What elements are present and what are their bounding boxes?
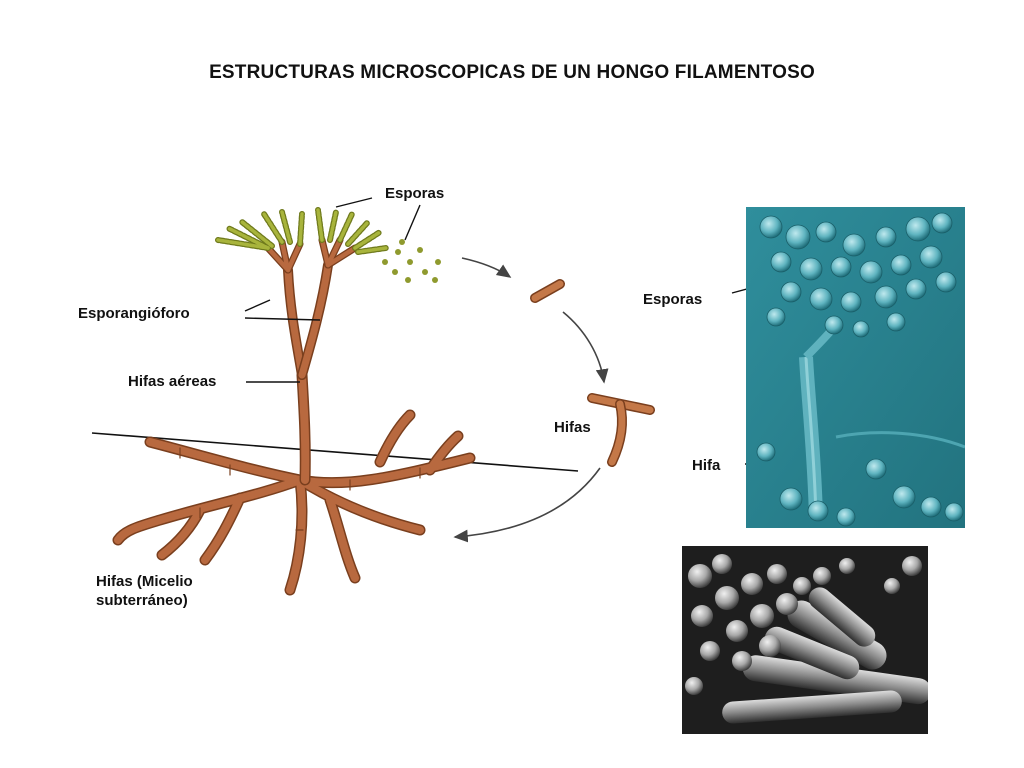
label-hifas-aereas: Hifas aéreas — [128, 373, 217, 390]
label-esporas-photo: Esporas — [643, 291, 703, 308]
cycle-arrows — [453, 257, 609, 543]
label-esporangioforo: Esporangióforo — [78, 305, 190, 322]
sporangiophore — [264, 236, 359, 274]
spore-chains — [215, 207, 389, 255]
label-hifas-cycle: Hifas — [554, 419, 591, 436]
page-title: ESTRUCTURAS MICROSCOPICAS DE UN HONGO FI… — [209, 62, 815, 83]
aerial-hypha — [283, 260, 333, 486]
light-micrograph — [746, 207, 965, 528]
germinating-hypha — [530, 279, 655, 467]
label-esporas-top: Esporas — [385, 185, 445, 202]
ground-line — [91, 432, 579, 472]
sem-micrograph — [682, 546, 928, 734]
label-hifa-photo: Hifa — [692, 457, 721, 474]
free-spores — [382, 239, 441, 283]
mycelium — [112, 409, 476, 596]
label-micelio: Hifas (Micelio subterráneo) — [96, 573, 193, 609]
